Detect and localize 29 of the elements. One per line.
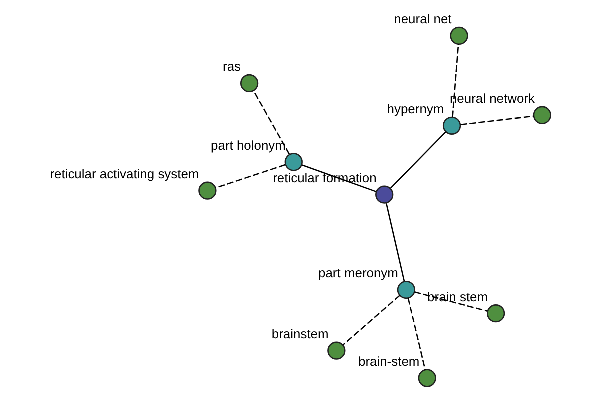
node-circle [486,304,505,323]
node-label: neural net [394,12,452,27]
node-label: part meronym [318,266,398,281]
node-circle [532,106,551,124]
node-circle [240,74,258,93]
node-label: hypernym [386,102,444,117]
connector [342,295,400,346]
connector [390,132,446,189]
node-circle [284,153,302,172]
node-circle [450,26,468,46]
node-circle [198,182,216,200]
node-circle [375,186,394,204]
node-label: neural network [449,91,534,106]
node-label: brainstem [271,326,328,342]
connector [452,44,459,118]
node-label: ras [222,59,241,74]
connector [460,116,534,126]
node-label: brain-stem [358,354,420,369]
connector [252,90,290,155]
connector [407,298,426,370]
node-circle [396,280,416,300]
node-circle [442,116,461,135]
connector [215,164,285,189]
node-label: reticular activating system [50,166,199,182]
connector [385,203,405,282]
connector [414,292,488,312]
node-circle [327,342,346,360]
node-label: part holonym [210,138,286,153]
node-circle [418,369,436,388]
